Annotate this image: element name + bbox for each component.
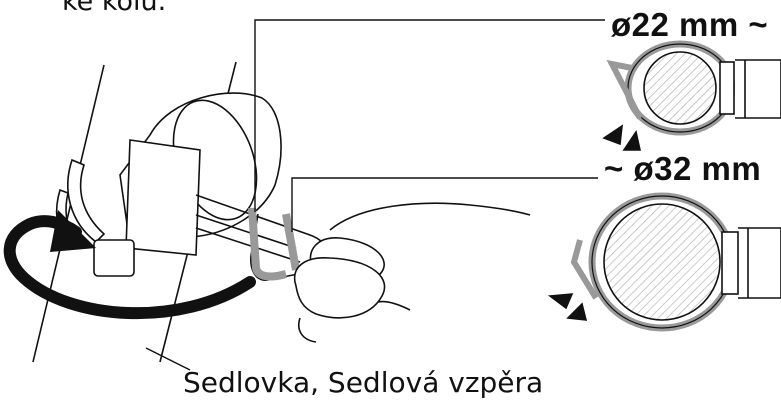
hand (295, 203, 530, 342)
top-instruction-text: ke kolu. (62, 0, 166, 17)
small-diameter-label: ø22 mm ~ (611, 6, 768, 44)
detail-small-diameter (604, 44, 781, 150)
mount-location-caption: Sedlovka, Sedlová vzpěra (183, 366, 543, 399)
large-diameter-label: ~ ø32 mm (604, 150, 761, 188)
detail-large-diameter (550, 196, 781, 328)
